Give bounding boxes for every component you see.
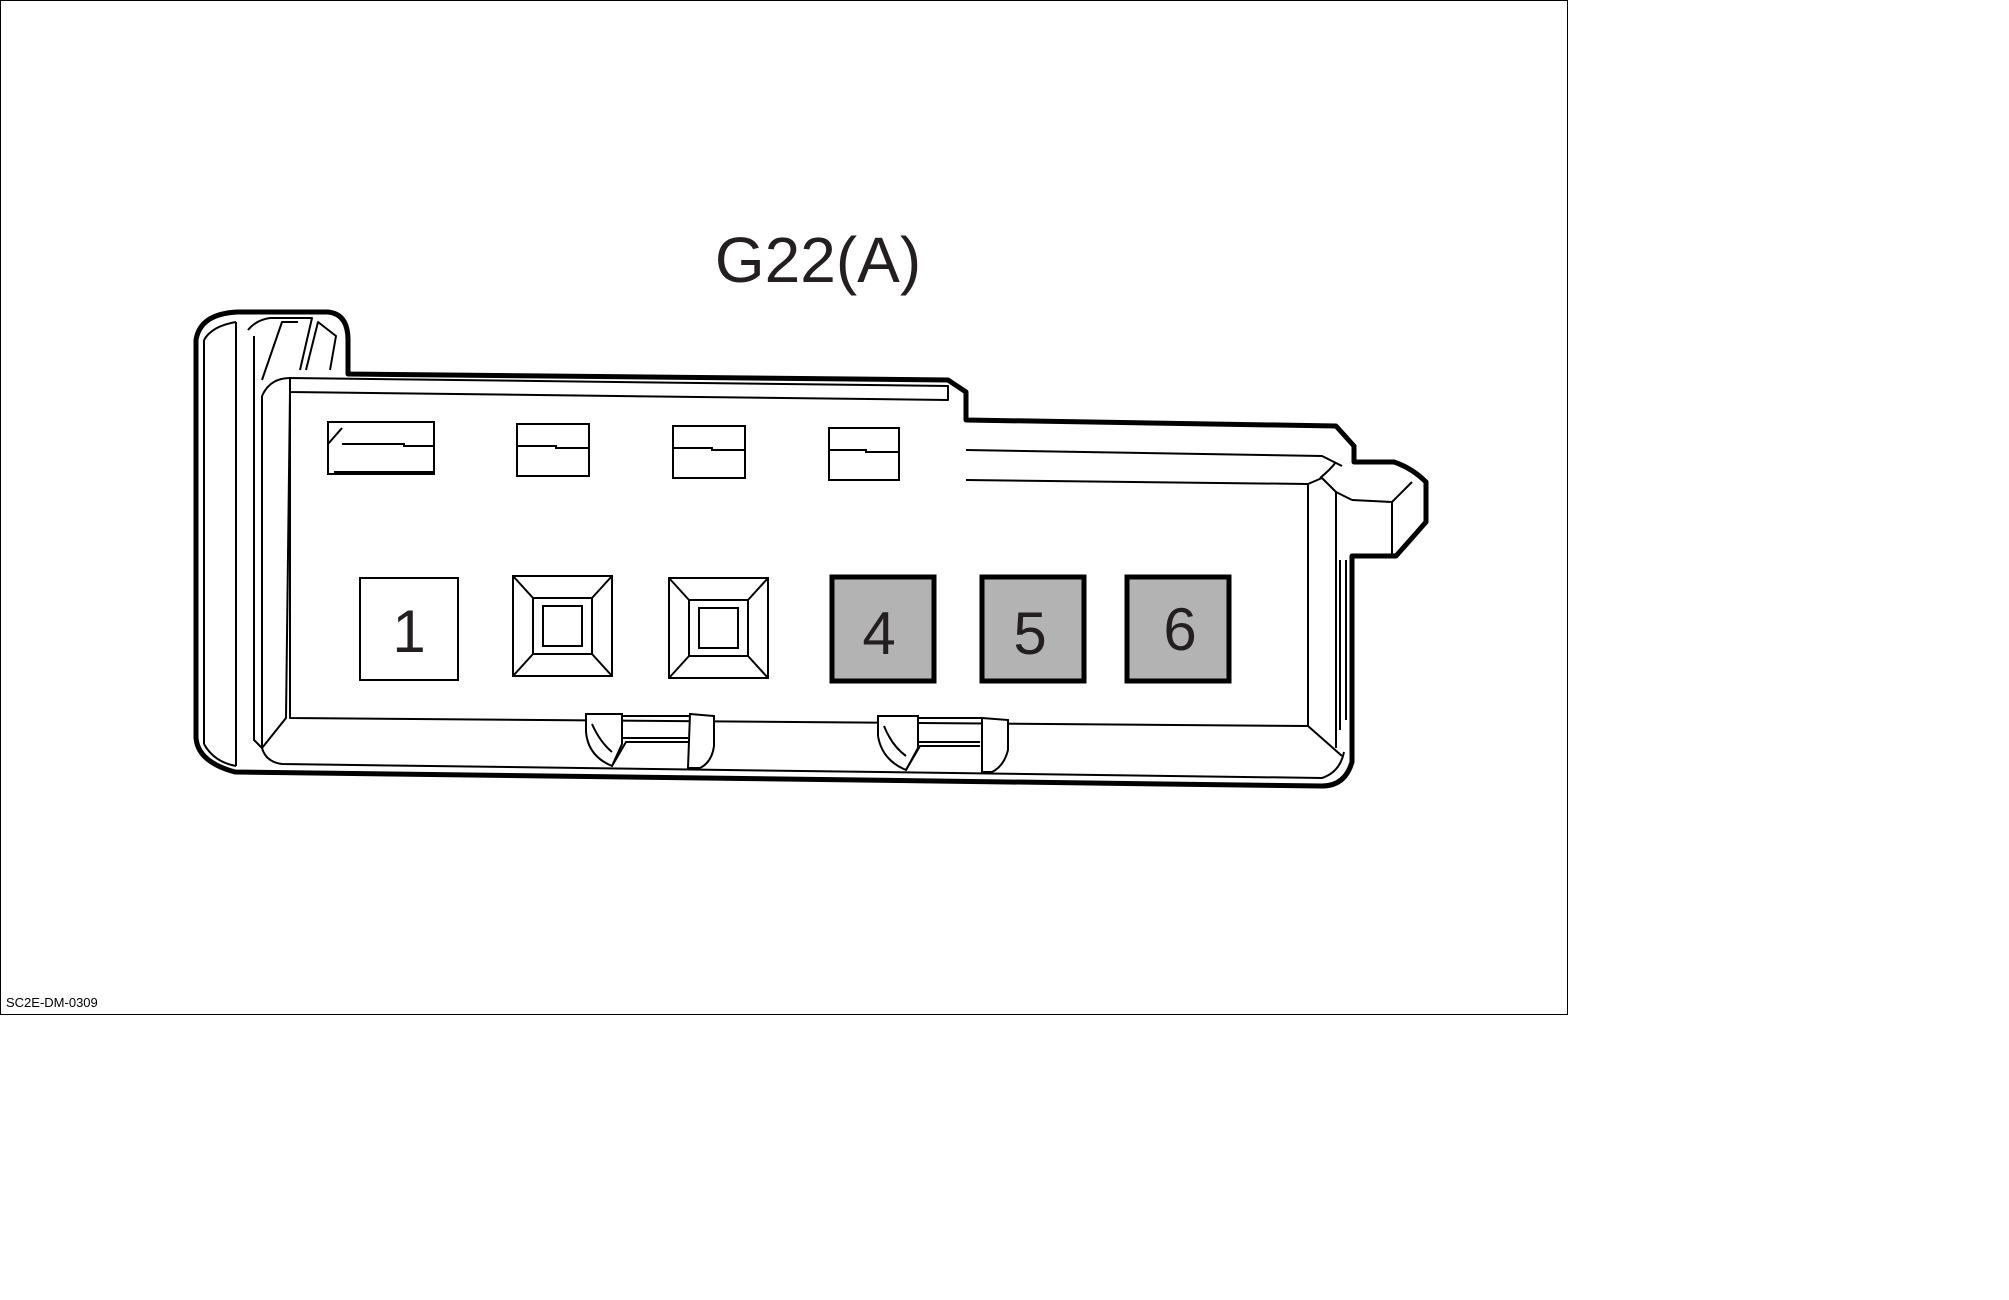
- pin-3-empty-cavity: [668, 577, 769, 679]
- pin-number: 5: [1013, 600, 1046, 667]
- latch-slot: [672, 425, 746, 479]
- latch-slot: [828, 427, 900, 481]
- pin-4: 4: [829, 574, 937, 684]
- top-latch-slots: [327, 421, 900, 481]
- connector-title: G22(A): [715, 224, 921, 296]
- pin-1: 1: [359, 577, 459, 681]
- bottom-clip: [585, 712, 715, 769]
- connector-housing: [193, 309, 1429, 789]
- pin-number: 6: [1163, 596, 1196, 663]
- connector-diagram: G22(A): [193, 224, 1429, 789]
- latch-slot: [327, 421, 435, 475]
- bottom-clip: [877, 715, 1009, 773]
- diagram-frame: [0, 0, 1568, 1015]
- latch-slot: [516, 423, 590, 477]
- pin-number: 1: [392, 598, 425, 665]
- pin-number: 4: [862, 600, 895, 667]
- pin-6: 6: [1124, 574, 1232, 684]
- drawing-id: SC2E-DM-0309: [6, 995, 98, 1010]
- pin-5: 5: [979, 574, 1087, 684]
- pin-2-empty-cavity: [512, 575, 613, 677]
